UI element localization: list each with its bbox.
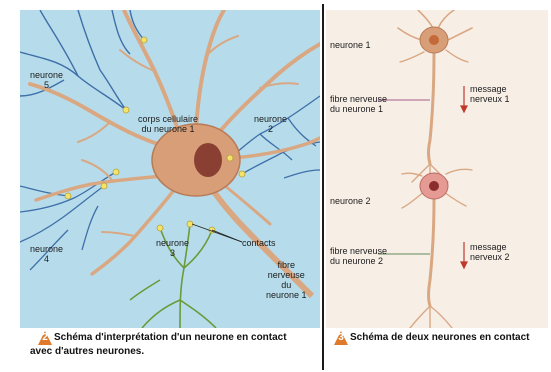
label-message-1: message nerveux 1 bbox=[470, 84, 510, 104]
panel-divider bbox=[322, 4, 324, 370]
caption-3-line-1: Schéma de deux neurones en contact bbox=[350, 332, 530, 344]
label-neurone-2-right: neurone 2 bbox=[330, 196, 371, 206]
label-fibre-nerveuse-neurone-1: fibre nerveuse du neurone 1 bbox=[266, 260, 307, 300]
caption-2-line-1: Schéma d'interprétation d'un neurone en … bbox=[54, 332, 287, 344]
label-fibre-2-right: fibre nerveuse du neurone 2 bbox=[330, 246, 387, 266]
figure-3-illustration bbox=[326, 10, 548, 328]
label-contacts: contacts bbox=[242, 238, 276, 248]
caption-2-line-2: avec d'autres neurones. bbox=[30, 346, 144, 358]
label-neurone-4: neurone 4 bbox=[30, 244, 63, 264]
contacts-pointers bbox=[192, 224, 242, 242]
nucleus-neurone-2-right bbox=[429, 181, 439, 191]
label-fibre-1-right: fibre nerveuse du neurone 1 bbox=[330, 94, 387, 114]
label-message-2: message nerveux 2 bbox=[470, 242, 510, 262]
figure-2-panel: neurone 5 corps cellulaire du neurone 1 … bbox=[20, 10, 320, 328]
figure-3-panel: neurone 1 fibre nerveuse du neurone 1 me… bbox=[326, 10, 548, 328]
caption-2-badge: 2 bbox=[38, 331, 52, 345]
label-neurone-5: neurone 5 bbox=[30, 70, 63, 90]
label-neurone-3: neurone 3 bbox=[156, 238, 189, 258]
nucleus-neurone-1 bbox=[194, 143, 222, 177]
message-arrows bbox=[461, 86, 467, 268]
nucleus-neurone-1-right bbox=[429, 35, 439, 45]
neurone-5-branches bbox=[20, 10, 144, 110]
caption-3-badge: 3 bbox=[334, 331, 348, 345]
label-neurone-1-right: neurone 1 bbox=[330, 40, 371, 50]
label-neurone-2: neurone 2 bbox=[254, 114, 287, 134]
label-corps-cellulaire: corps cellulaire du neurone 1 bbox=[138, 114, 198, 134]
